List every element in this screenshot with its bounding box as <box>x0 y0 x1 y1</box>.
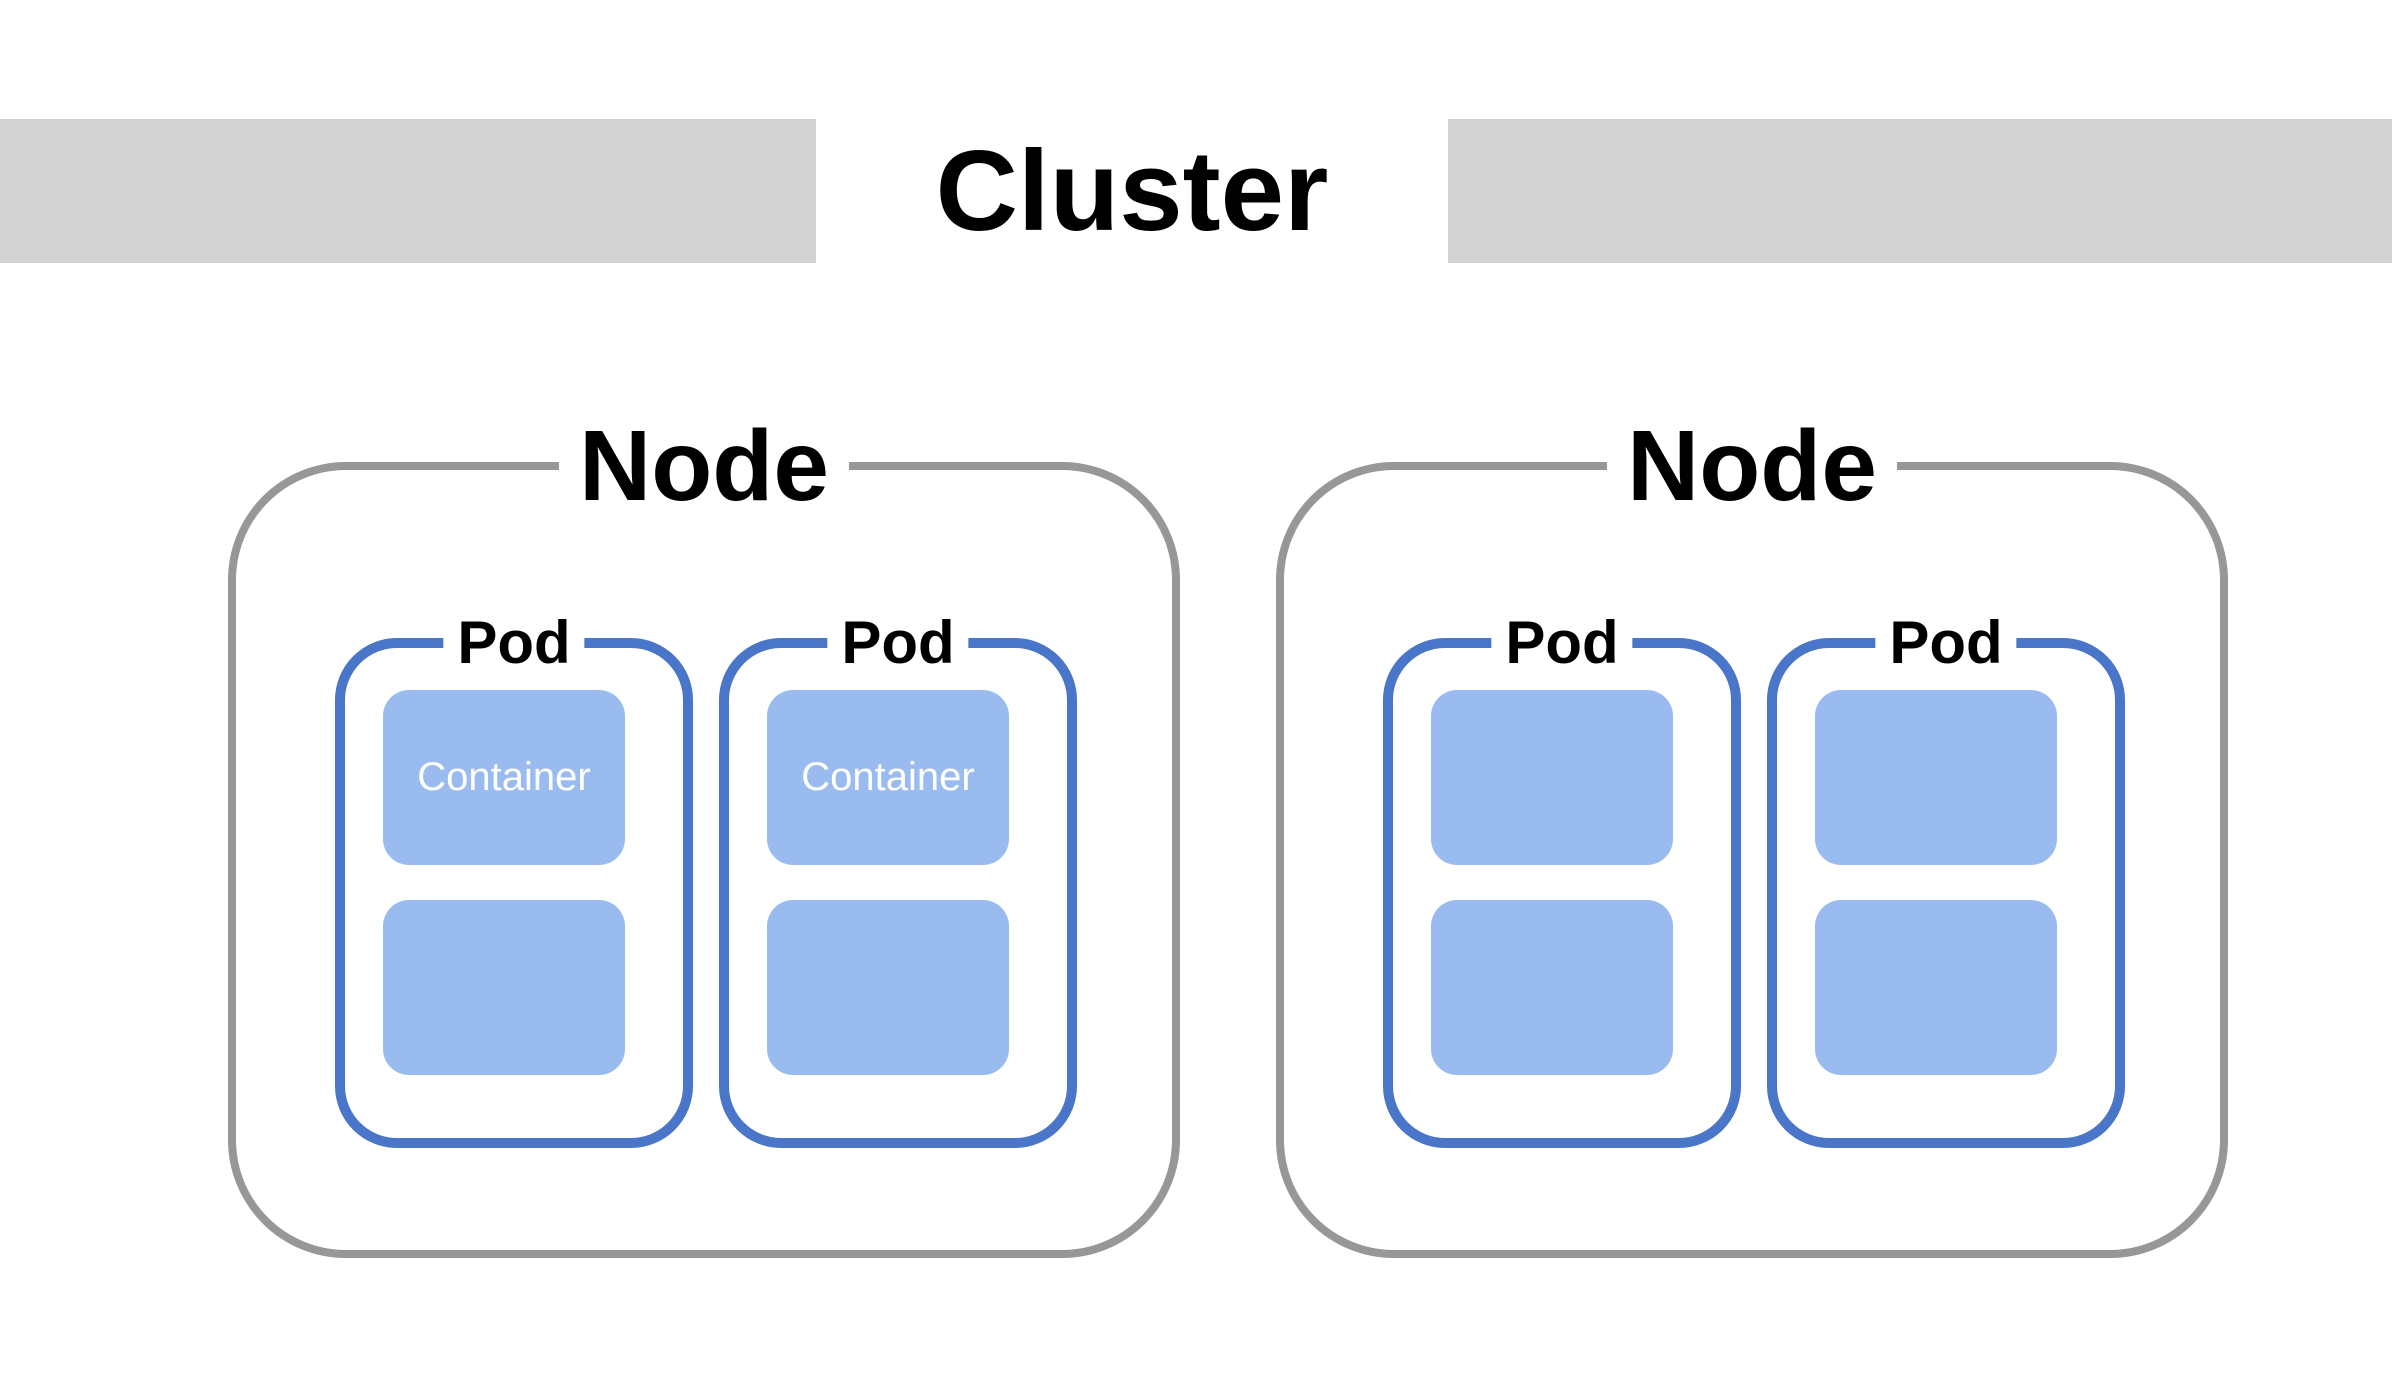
container-box <box>1431 690 1673 865</box>
pod-box: Pod Container <box>719 611 1077 1148</box>
pod-box: Pod Container <box>335 611 693 1148</box>
node-box-left: Node Pod Container Pod Container <box>228 414 1180 1258</box>
cluster-banner-right-bar <box>1448 119 2392 263</box>
cluster-banner-left-bar <box>0 119 816 263</box>
pod-box: Pod <box>1767 611 2125 1148</box>
pod-label: Pod <box>443 611 585 675</box>
container-label: Container <box>801 755 975 799</box>
container-box <box>1815 900 2057 1075</box>
container-box <box>1815 690 2057 865</box>
cluster-title: Cluster <box>935 127 1329 255</box>
container-box <box>1431 900 1673 1075</box>
container-box <box>383 900 625 1075</box>
pod-label: Pod <box>1491 611 1633 675</box>
pod-label: Pod <box>827 611 969 675</box>
container-label: Container <box>417 755 591 799</box>
container-box: Container <box>767 690 1009 865</box>
container-box <box>767 900 1009 1075</box>
pod-box: Pod <box>1383 611 1741 1148</box>
node-label: Node <box>1607 414 1897 518</box>
pod-label: Pod <box>1875 611 2017 675</box>
node-label: Node <box>559 414 849 518</box>
container-box: Container <box>383 690 625 865</box>
node-box-right: Node Pod Pod <box>1276 414 2228 1258</box>
